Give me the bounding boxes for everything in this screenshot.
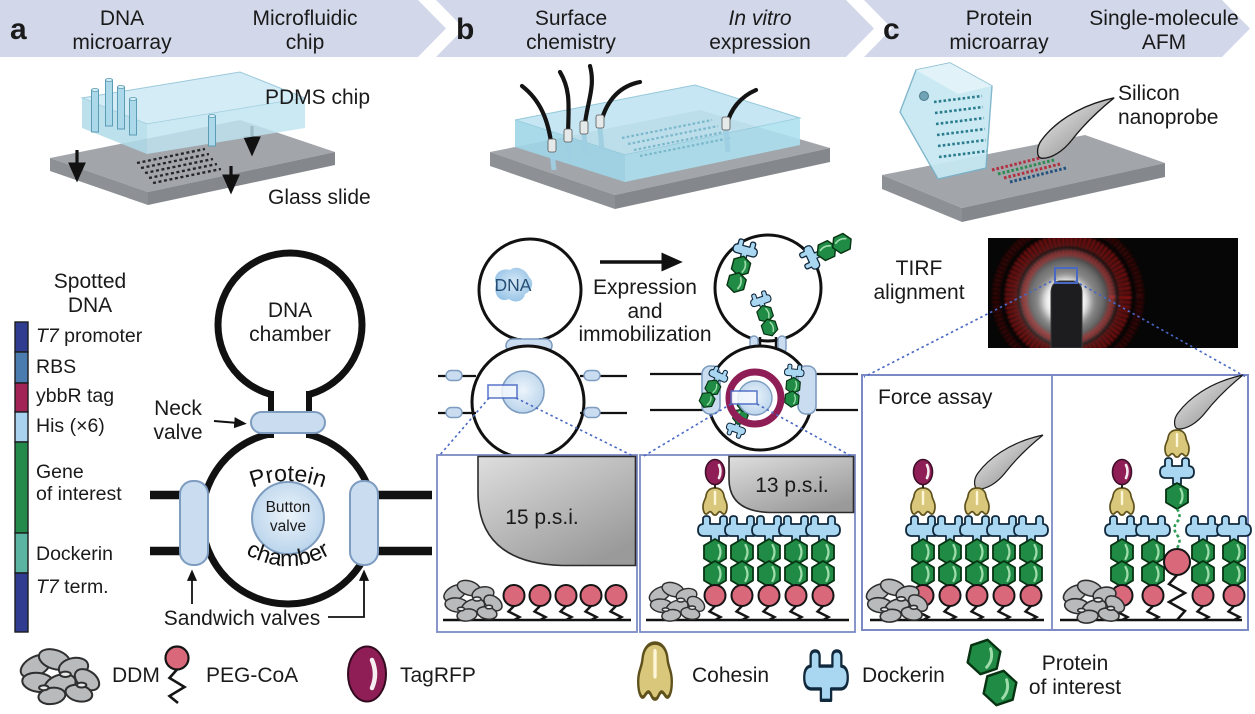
panel-b-after-expression	[650, 228, 858, 452]
pdms-chip-label: PDMS chip	[265, 86, 371, 109]
silicon-nanoprobe-label: Silicon nanoprobe	[1118, 82, 1219, 129]
segment-label-t7-term: T7 term.	[36, 576, 109, 598]
dna-spot-array	[136, 147, 222, 185]
neck-valve	[250, 411, 326, 434]
legend-icons	[15, 635, 1020, 710]
dockerin-icon	[802, 649, 850, 703]
spotted-dna-bar	[14, 321, 29, 633]
segment-label-his6: His (×6)	[36, 415, 105, 437]
zoom-marker-left	[487, 384, 518, 399]
force-assay-box	[861, 374, 1251, 631]
tubing	[519, 63, 759, 171]
expression-immobilization-label: Expression and immobilization	[578, 276, 712, 347]
sandwich-valve-left	[179, 480, 209, 566]
pressure-15psi-label: 15 p.s.i.	[505, 506, 579, 529]
peg-coa-icon	[164, 645, 190, 705]
segment-label-rbs: RBS	[36, 356, 77, 378]
segment-label-ybbr-tag: ybbR tag	[36, 385, 115, 407]
sandwich-valves-label: Sandwich valves	[163, 607, 321, 630]
step-protein-microarray: Protein microarray	[949, 7, 1049, 54]
panel-letter-b: b	[456, 13, 475, 46]
legend-ddm: DDM	[112, 664, 160, 687]
segment-label-t7-promoter: T7 promoter	[36, 325, 143, 347]
panel-letter-a: a	[10, 13, 27, 46]
neck-valve-arrow	[213, 417, 247, 429]
dna-chamber-label: DNA chamber	[249, 299, 331, 346]
panel-a-chip-illustration	[50, 71, 335, 205]
legend-dockerin: Dockerin	[862, 664, 945, 687]
panel-b-before-expression	[438, 237, 627, 460]
inset-13psi	[639, 454, 856, 633]
step-surface-chemistry: Surface chemistry	[526, 7, 616, 54]
protein-microarray-stripes	[991, 154, 1067, 184]
legend-cohesin: Cohesin	[692, 664, 770, 687]
tirf-image	[988, 238, 1238, 348]
neck-valve-label: Neck valve	[153, 397, 203, 444]
legend-tagrfp: TagRFP	[400, 664, 476, 687]
tagrfp-ring	[725, 368, 785, 428]
tagrfp-icon	[347, 645, 387, 703]
panel-b-chip-illustration	[490, 63, 830, 209]
legend-peg-coa: PEG-CoA	[206, 664, 299, 687]
panel-c-illustration	[882, 62, 1165, 222]
unfolded-protein-chain	[1173, 508, 1181, 549]
step-dna-microarray: DNA microarray	[72, 7, 172, 54]
pressure-13psi-label: 13 p.s.i.	[755, 474, 829, 497]
flow-channels	[150, 490, 432, 556]
cohesin-icon	[638, 643, 672, 699]
dna-blob	[495, 267, 533, 302]
glass-slide-label: Glass slide	[268, 186, 371, 209]
step-in-vitro-expression: In vitro expression	[709, 7, 811, 54]
panel-letter-c: c	[883, 13, 900, 46]
zoom-marker-right	[730, 390, 758, 405]
button-membrane	[477, 455, 637, 567]
segment-label-dockerin: Dockerin	[36, 543, 113, 565]
probe-silhouette	[1050, 280, 1083, 348]
dna-blob-label: DNA	[494, 275, 532, 295]
step-single-molecule-afm: Single-molecule AFM	[1089, 7, 1239, 54]
button-valve	[251, 481, 325, 555]
button-membrane	[728, 455, 855, 514]
button-valve-label: Button valve	[265, 499, 311, 535]
inset-15psi	[436, 454, 638, 633]
sandwich-callout-right	[328, 569, 370, 618]
force-assay-retract	[1059, 374, 1251, 626]
panel-a-schematic: Protein chamber	[150, 249, 432, 618]
chip-ports	[91, 78, 216, 147]
sandwich-valve-right	[349, 480, 379, 566]
ddm-icon	[15, 644, 105, 707]
tirf-zoom-marker	[1054, 267, 1078, 284]
chip-channel-array	[621, 118, 731, 158]
spotted-dna-title: Spotted DNA	[53, 270, 127, 317]
tirf-alignment-label: TIRF alignment	[873, 257, 965, 304]
step-microfluidic-chip: Microfluidic chip	[252, 7, 358, 54]
zoom-callout-lines	[438, 397, 852, 457]
workflow-banner	[0, 0, 1250, 57]
force-assay-label: Force assay	[878, 386, 993, 409]
